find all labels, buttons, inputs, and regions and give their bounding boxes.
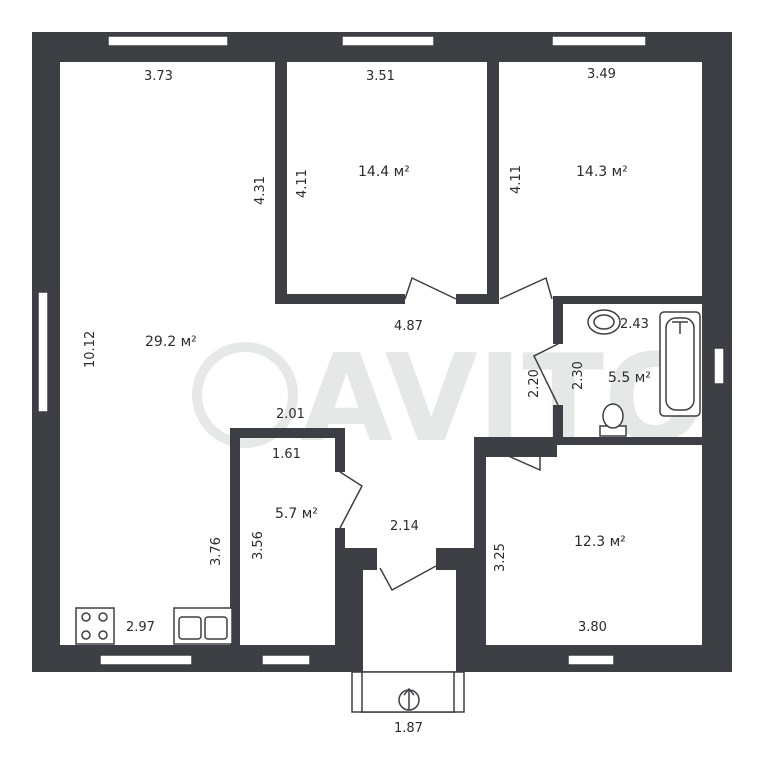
hallway-dim-main: 4.87 [394, 319, 423, 334]
porch-dim-width: 1.87 [394, 721, 423, 736]
bedroom-3-area: 12.3 м² [574, 534, 626, 550]
bedroom-2-dim-side: 4.11 [509, 165, 524, 194]
living-dim-top: 3.73 [144, 69, 173, 84]
living-area: 29.2 м² [145, 334, 197, 350]
window-left [37, 291, 49, 413]
storage-dim-side: 3.56 [251, 531, 266, 560]
door-bedroom-3 [487, 445, 541, 472]
window-bottom-3 [567, 654, 615, 666]
bathroom-area: 5.5 м² [608, 370, 651, 386]
hallway-dim-vertical: 2.20 [527, 369, 542, 398]
porch [351, 671, 465, 713]
storage-dim-top: 1.61 [272, 447, 301, 462]
bathroom-dim-top: 2.43 [620, 317, 649, 332]
window-right [713, 347, 725, 385]
bedroom-3-dim-bottom: 3.80 [578, 620, 607, 635]
door-storage [339, 471, 363, 529]
living-dim-side: 10.12 [83, 331, 98, 368]
window-bottom-2 [261, 654, 311, 666]
hallway-dim-entry: 2.14 [390, 519, 419, 534]
bathroom-fixtures [587, 309, 701, 437]
window-top-2 [341, 35, 435, 47]
bedroom-1-dim-top: 3.51 [366, 69, 395, 84]
bedroom-1-dim-side: 4.11 [295, 169, 310, 198]
stove-icon [75, 607, 115, 645]
doors [339, 276, 559, 592]
bedroom-2-area: 14.3 м² [576, 164, 628, 180]
bedroom-2-dim-top: 3.49 [587, 67, 616, 82]
hallway-dim-corridor: 2.01 [276, 407, 305, 422]
kitchen-fixtures [75, 607, 233, 645]
storage-area: 5.7 м² [275, 506, 318, 522]
kitchen-dim-width: 2.97 [126, 620, 155, 635]
windows [37, 35, 725, 666]
door-bedroom-2 [499, 276, 553, 300]
window-bottom-1 [99, 654, 193, 666]
bedroom-3-dim-side: 3.25 [493, 543, 508, 572]
door-bathroom [532, 343, 559, 406]
door-bedroom-1 [404, 276, 457, 300]
interior-walls [230, 62, 713, 672]
bathroom-dim-side: 2.30 [571, 361, 586, 390]
window-top-1 [107, 35, 229, 47]
bedroom-1-area: 14.4 м² [358, 164, 410, 180]
door-entry [379, 565, 437, 592]
window-top-3 [551, 35, 647, 47]
kitchen-dim-height: 3.76 [209, 537, 224, 566]
living-dim-inner: 4.31 [253, 176, 268, 205]
